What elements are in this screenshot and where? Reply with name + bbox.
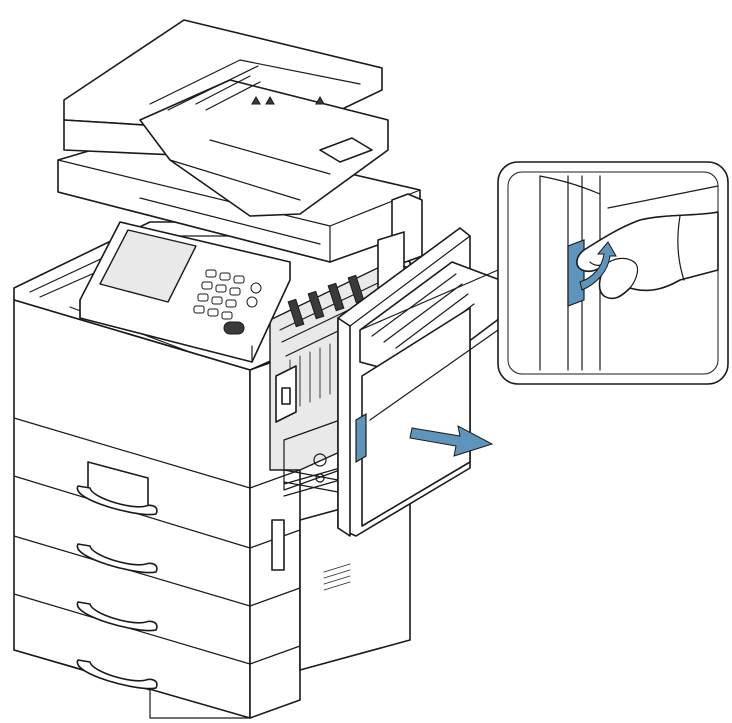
control-panel	[79, 221, 291, 363]
keypad	[193, 269, 262, 335]
callout-connector	[359, 269, 499, 421]
touch-screen	[99, 229, 197, 303]
paper-trays	[13, 417, 301, 690]
start-button	[223, 321, 245, 335]
tray-handle-3	[76, 601, 158, 632]
tray-handle-2	[76, 543, 158, 574]
pull-arrow-icon	[579, 241, 617, 291]
tray-handle-1	[76, 485, 158, 516]
latch-lever	[567, 239, 585, 307]
door-latch	[355, 412, 367, 464]
arrow-right-icon	[409, 425, 494, 457]
callout-inset	[497, 161, 729, 385]
tray-handle-4	[76, 659, 158, 690]
document-feeder	[63, 19, 389, 217]
open-side-door	[283, 227, 501, 537]
